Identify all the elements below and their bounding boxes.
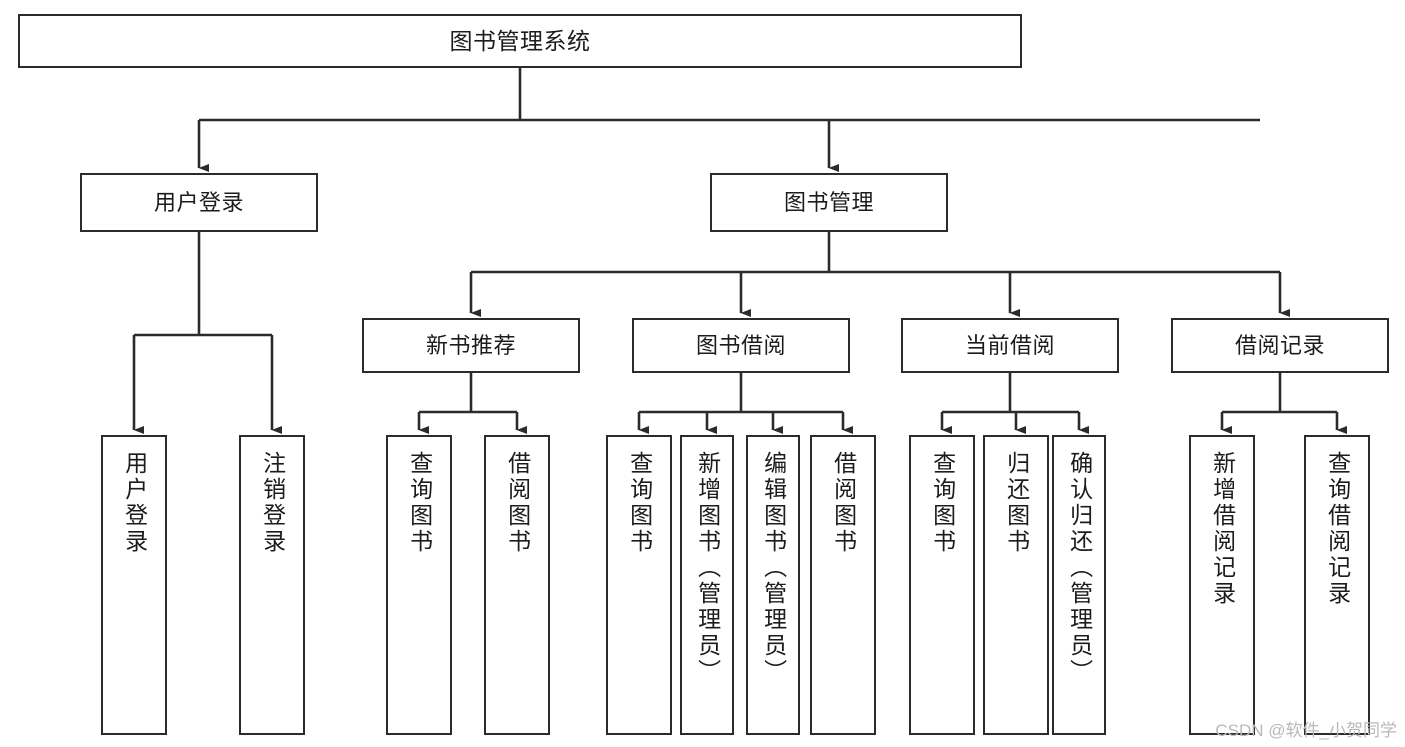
node-leaf-query-book-2[interactable]: 查询图书 <box>606 435 672 735</box>
node-leaf-return-book-label: 归还图书 <box>1003 451 1030 555</box>
node-current-borrow[interactable]: 当前借阅 <box>901 318 1119 373</box>
node-user-login-label: 用户登录 <box>153 189 244 215</box>
node-borrow-record[interactable]: 借阅记录 <box>1171 318 1389 373</box>
node-book-borrow-label: 图书借阅 <box>695 332 786 358</box>
node-user-login[interactable]: 用户登录 <box>80 173 318 232</box>
node-leaf-add-borrow-rec[interactable]: 新增借阅记录 <box>1189 435 1255 735</box>
node-leaf-edit-book-admin[interactable]: 编辑图书（管理员） <box>746 435 800 735</box>
node-new-book-recommend-label: 新书推荐 <box>425 332 516 358</box>
node-leaf-add-book-admin[interactable]: 新增图书（管理员） <box>680 435 734 735</box>
node-leaf-user-login-label: 用户登录 <box>121 451 148 555</box>
node-root-label: 图书管理系统 <box>449 27 591 54</box>
watermark-text: CSDN @软件_小贺同学 <box>1215 721 1397 740</box>
node-leaf-query-borrow-rec[interactable]: 查询借阅记录 <box>1304 435 1370 735</box>
node-leaf-query-book-3[interactable]: 查询图书 <box>909 435 975 735</box>
node-leaf-query-book-3-label: 查询图书 <box>929 451 956 555</box>
node-book-borrow[interactable]: 图书借阅 <box>632 318 850 373</box>
node-leaf-borrow-book-2[interactable]: 借阅图书 <box>810 435 876 735</box>
node-leaf-query-book-2-label: 查询图书 <box>626 451 653 555</box>
node-leaf-query-book-1[interactable]: 查询图书 <box>386 435 452 735</box>
node-leaf-borrow-book-2-label: 借阅图书 <box>830 451 857 555</box>
node-leaf-edit-book-admin-label: 编辑图书（管理员） <box>760 451 787 685</box>
node-leaf-confirm-return-label: 确认归还（管理员） <box>1066 451 1093 685</box>
node-leaf-user-login[interactable]: 用户登录 <box>101 435 167 735</box>
node-book-manage[interactable]: 图书管理 <box>710 173 948 232</box>
node-leaf-borrow-book-1-label: 借阅图书 <box>504 451 531 555</box>
node-leaf-confirm-return[interactable]: 确认归还（管理员） <box>1052 435 1106 735</box>
node-leaf-add-book-admin-label: 新增图书（管理员） <box>694 451 721 685</box>
node-borrow-record-label: 借阅记录 <box>1234 332 1325 358</box>
node-current-borrow-label: 当前借阅 <box>964 332 1055 358</box>
node-leaf-return-book[interactable]: 归还图书 <box>983 435 1049 735</box>
node-leaf-query-borrow-rec-label: 查询借阅记录 <box>1324 451 1351 607</box>
node-root[interactable]: 图书管理系统 <box>18 14 1022 68</box>
node-book-manage-label: 图书管理 <box>783 189 874 215</box>
edge-group <box>132 68 1348 435</box>
node-leaf-borrow-book-1[interactable]: 借阅图书 <box>484 435 550 735</box>
node-leaf-add-borrow-rec-label: 新增借阅记录 <box>1209 451 1236 607</box>
node-new-book-recommend[interactable]: 新书推荐 <box>362 318 580 373</box>
node-leaf-logout-login[interactable]: 注销登录 <box>239 435 305 735</box>
node-leaf-logout-login-label: 注销登录 <box>259 451 286 555</box>
node-leaf-query-book-1-label: 查询图书 <box>406 451 433 555</box>
